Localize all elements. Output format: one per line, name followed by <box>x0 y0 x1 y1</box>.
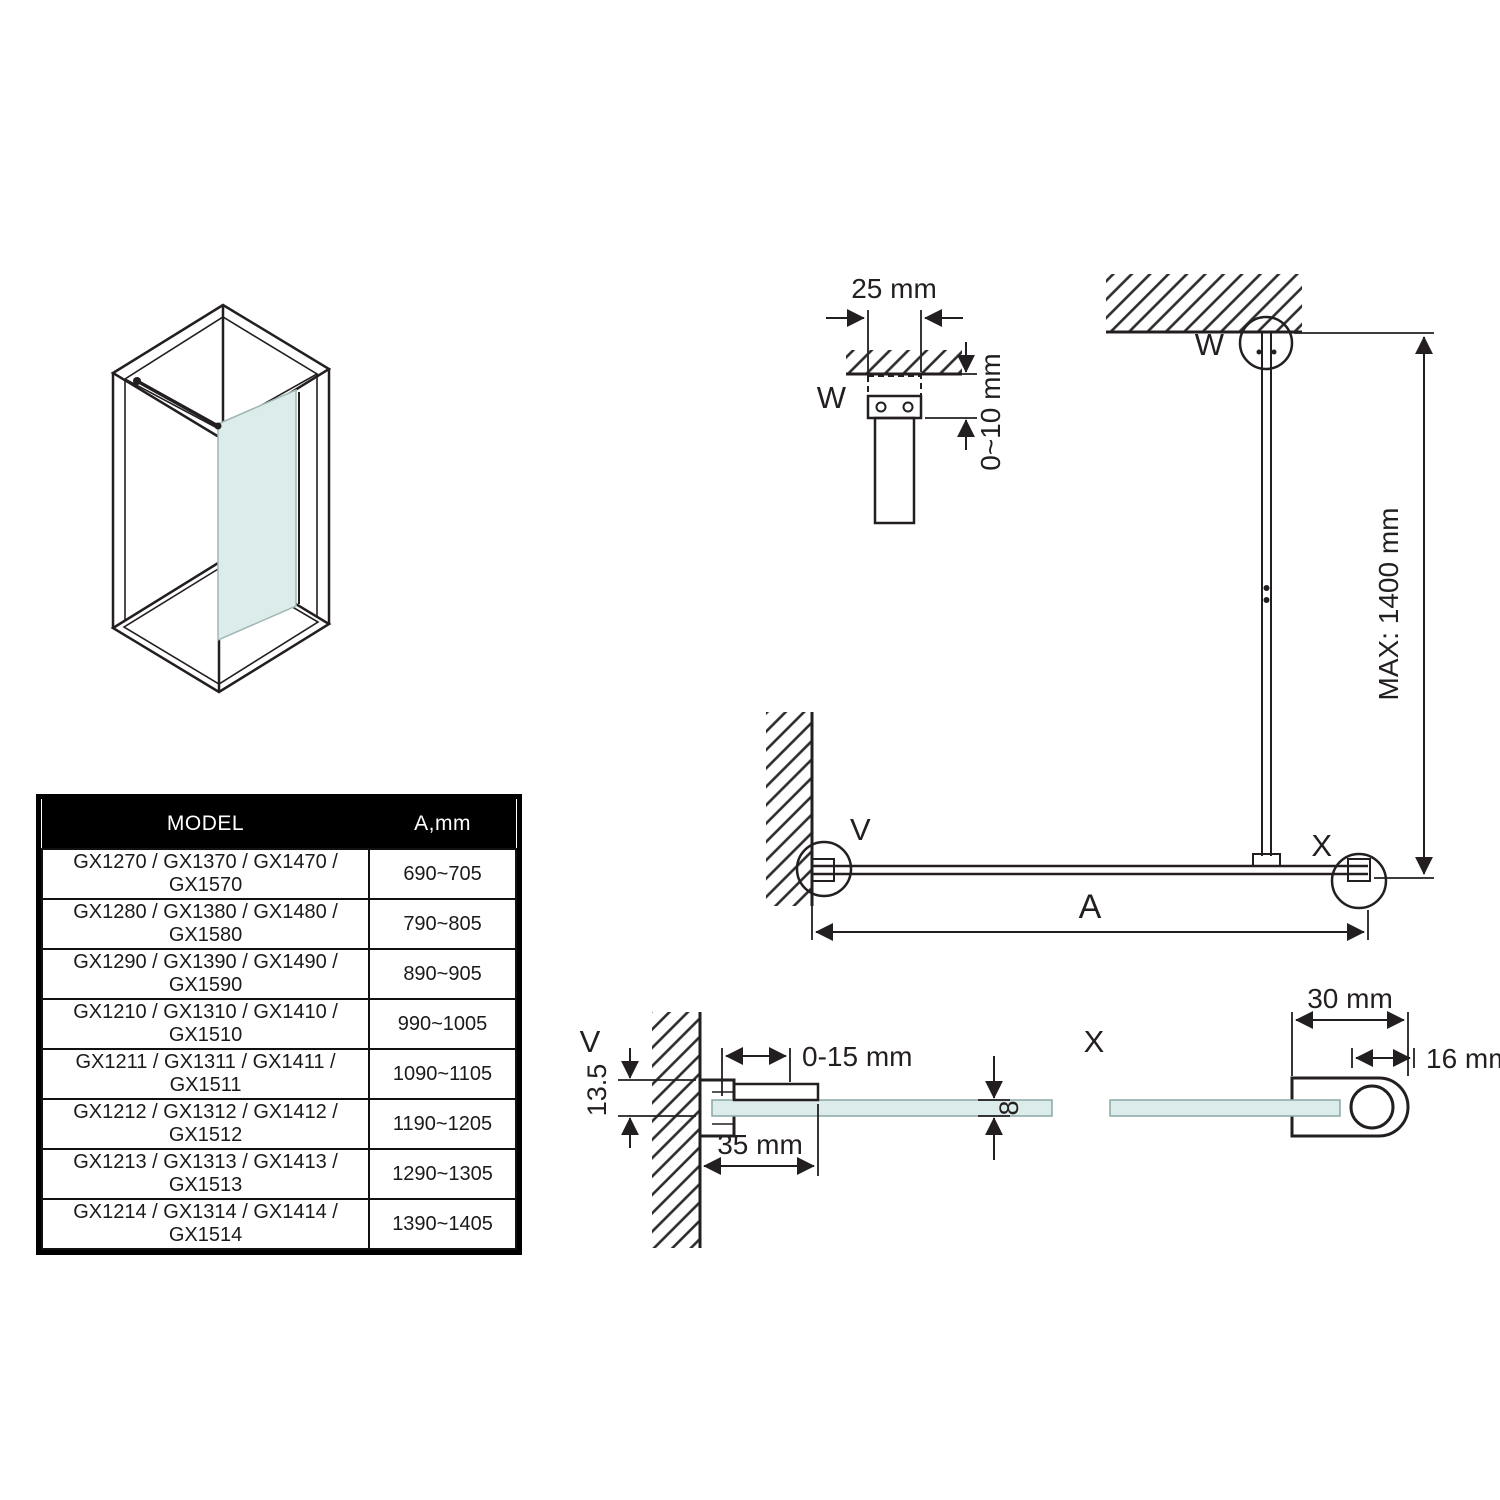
glass-clamp <box>732 1082 820 1102</box>
table-row: GX1290 / GX1390 / GX1490 / GX1590 890~90… <box>40 948 517 1000</box>
table-row: GX1270 / GX1370 / GX1470 / GX1570 690~70… <box>40 848 517 900</box>
detail-v-callout-circle <box>795 840 853 898</box>
ceiling-hatch <box>1106 274 1302 332</box>
model-cell: GX1290 / GX1390 / GX1490 / GX1590 <box>40 948 371 1000</box>
frame-bottom-inner <box>122 565 320 685</box>
model-cell: GX1270 / GX1370 / GX1470 / GX1570 <box>40 848 371 900</box>
a-cell: 1090~1105 <box>368 1048 517 1100</box>
a-cell: 990~1005 <box>368 998 517 1050</box>
support-bar-section <box>873 416 916 525</box>
front-v-label: V <box>850 812 871 847</box>
ceiling-hatch <box>846 350 962 374</box>
dim-gap-label: 0~10 mm <box>975 353 1006 471</box>
support-bar-wall-fitting <box>133 377 141 385</box>
bracket-screw <box>1256 349 1262 355</box>
a-dim-label: A <box>1079 888 1102 926</box>
front-w-label: W <box>1195 327 1225 362</box>
bracket-screw <box>875 401 887 413</box>
detail-x-view: X 30 mm 16 mm <box>1084 983 1500 1138</box>
model-cell: GX1211 / GX1311 / GX1411 / GX1511 <box>40 1048 371 1100</box>
a-cell: 1390~1405 <box>368 1198 517 1250</box>
detail-x-callout-circle <box>1330 852 1388 910</box>
detail-w-label: W <box>817 380 847 415</box>
bar-glass-fitting <box>1252 853 1281 867</box>
wall-profile-fitting <box>811 858 835 882</box>
model-cell: GX1212 / GX1312 / GX1412 / GX1512 <box>40 1098 371 1150</box>
bracket-screw <box>1271 349 1277 355</box>
dim-0-15-label: 0-15 mm <box>802 1041 912 1072</box>
glass-panel-section <box>711 1099 1053 1117</box>
table-row: GX1212 / GX1312 / GX1412 / GX1512 1190~1… <box>40 1098 517 1150</box>
bar-joint-dot <box>1263 585 1270 591</box>
detail-v-label: V <box>580 1024 601 1059</box>
model-column-header: MODEL <box>42 799 370 849</box>
front-view: W MAX: 1400 mm V X A <box>766 274 1434 941</box>
bracket-hidden-part <box>867 375 922 397</box>
model-cell: GX1214 / GX1314 / GX1414 / GX1514 <box>40 1198 371 1250</box>
max-height-label: MAX: 1400 mm <box>1373 508 1404 701</box>
a-cell: 790~805 <box>368 898 517 950</box>
dim-30mm-label: 30 mm <box>1307 983 1393 1014</box>
support-bar-socket <box>1349 1084 1395 1130</box>
detail-v-view: V 13.5 0-15 mm 35 mm 8 <box>580 1012 1053 1248</box>
dim-16mm-label: 16 mm <box>1426 1043 1500 1074</box>
support-bar-glass-fitting <box>214 422 222 430</box>
table-row: GX1210 / GX1310 / GX1410 / GX1510 990~10… <box>40 998 517 1050</box>
dim-8-label: 8 <box>994 1100 1024 1115</box>
detail-w-callout-circle <box>1238 315 1294 371</box>
glass-panel <box>217 388 297 642</box>
a-cell: 1290~1305 <box>368 1148 517 1200</box>
detail-x-label: X <box>1084 1024 1105 1059</box>
a-column-header: A,mm <box>369 799 516 849</box>
model-cell: GX1213 / GX1313 / GX1413 / GX1513 <box>40 1148 371 1200</box>
table-row: GX1211 / GX1311 / GX1411 / GX1511 1090~1… <box>40 1048 517 1100</box>
end-cap-fitting <box>1347 858 1371 882</box>
bar-joint-dot <box>1263 597 1270 603</box>
detail-w-view: 25 mm W 0~10 mm <box>817 273 1006 525</box>
wall-hatch <box>766 712 812 906</box>
dim-25mm-label: 25 mm <box>851 273 937 304</box>
a-cell: 690~705 <box>368 848 517 900</box>
a-cell: 1190~1205 <box>368 1098 517 1150</box>
dim-35mm-label: 35 mm <box>717 1129 803 1160</box>
front-x-label: X <box>1311 828 1332 863</box>
table-row: GX1280 / GX1380 / GX1480 / GX1580 790~80… <box>40 898 517 950</box>
isometric-shower-view <box>110 303 332 694</box>
bracket-screw <box>902 401 914 413</box>
wall-hatch <box>652 1012 700 1248</box>
table-row: GX1214 / GX1314 / GX1414 / GX1514 1390~1… <box>40 1198 517 1250</box>
table-header-row: MODEL A,mm <box>42 799 516 849</box>
glass-panel-section <box>1109 1099 1341 1117</box>
dim-13-5-label: 13.5 <box>582 1064 612 1117</box>
model-cell: GX1280 / GX1380 / GX1480 / GX1580 <box>40 898 371 950</box>
table-row: GX1213 / GX1313 / GX1413 / GX1513 1290~1… <box>40 1148 517 1200</box>
model-table: MODEL A,mm GX1270 / GX1370 / GX1470 / GX… <box>40 799 517 1250</box>
a-cell: 890~905 <box>368 948 517 1000</box>
model-cell: GX1210 / GX1310 / GX1410 / GX1510 <box>40 998 371 1050</box>
support-bar <box>136 379 219 428</box>
model-spec-table: MODEL A,mm GX1270 / GX1370 / GX1470 / GX… <box>36 794 522 1255</box>
